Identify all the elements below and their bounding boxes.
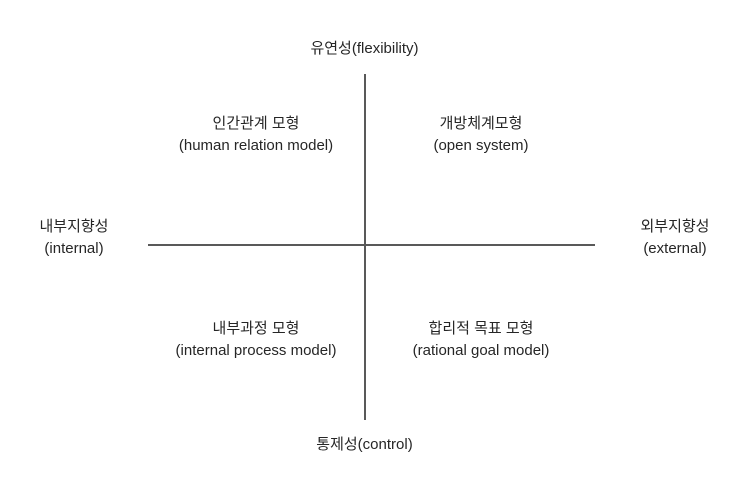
quadrant-label-rational-goal-model: 합리적 목표 모형 (rational goal model) [366, 318, 596, 362]
vertical-axis-line [364, 74, 366, 420]
quadrant-bl-en: (internal process model) [175, 341, 337, 359]
axis-label-bottom-text: 통제성(control) [316, 436, 413, 453]
axis-label-right-ko: 외부지향성 [640, 218, 710, 235]
quadrant-br-en: (rational goal model) [412, 341, 550, 359]
axis-label-left-ko: 내부지향성 [39, 218, 109, 235]
axis-label-top: 유연성(flexibility) [0, 38, 729, 60]
horizontal-axis-line [148, 244, 595, 246]
quadrant-label-open-system: 개방체계모형 (open system) [366, 113, 596, 157]
quadrant-label-internal-process-model: 내부과정 모형 (internal process model) [148, 318, 364, 362]
quadrant-label-human-relation-model: 인간관계 모형 (human relation model) [148, 113, 364, 157]
axis-label-top-text: 유연성(flexibility) [310, 40, 419, 57]
quadrant-bl-ko: 내부과정 모형 [212, 320, 300, 337]
quadrant-tl-ko: 인간관계 모형 [212, 115, 300, 132]
quadrant-br-ko: 합리적 목표 모형 [428, 320, 534, 337]
quadrant-tl-en: (human relation model) [178, 136, 334, 154]
axis-label-left: 내부지향성 (internal) [0, 216, 148, 260]
axis-label-right: 외부지향성 (external) [600, 216, 750, 260]
axis-label-bottom: 통제성(control) [0, 434, 729, 456]
quadrant-tr-ko: 개방체계모형 [439, 115, 523, 132]
quadrant-tr-en: (open system) [433, 136, 529, 154]
axis-label-right-en: (external) [643, 239, 707, 257]
axis-label-left-en: (internal) [44, 239, 104, 257]
